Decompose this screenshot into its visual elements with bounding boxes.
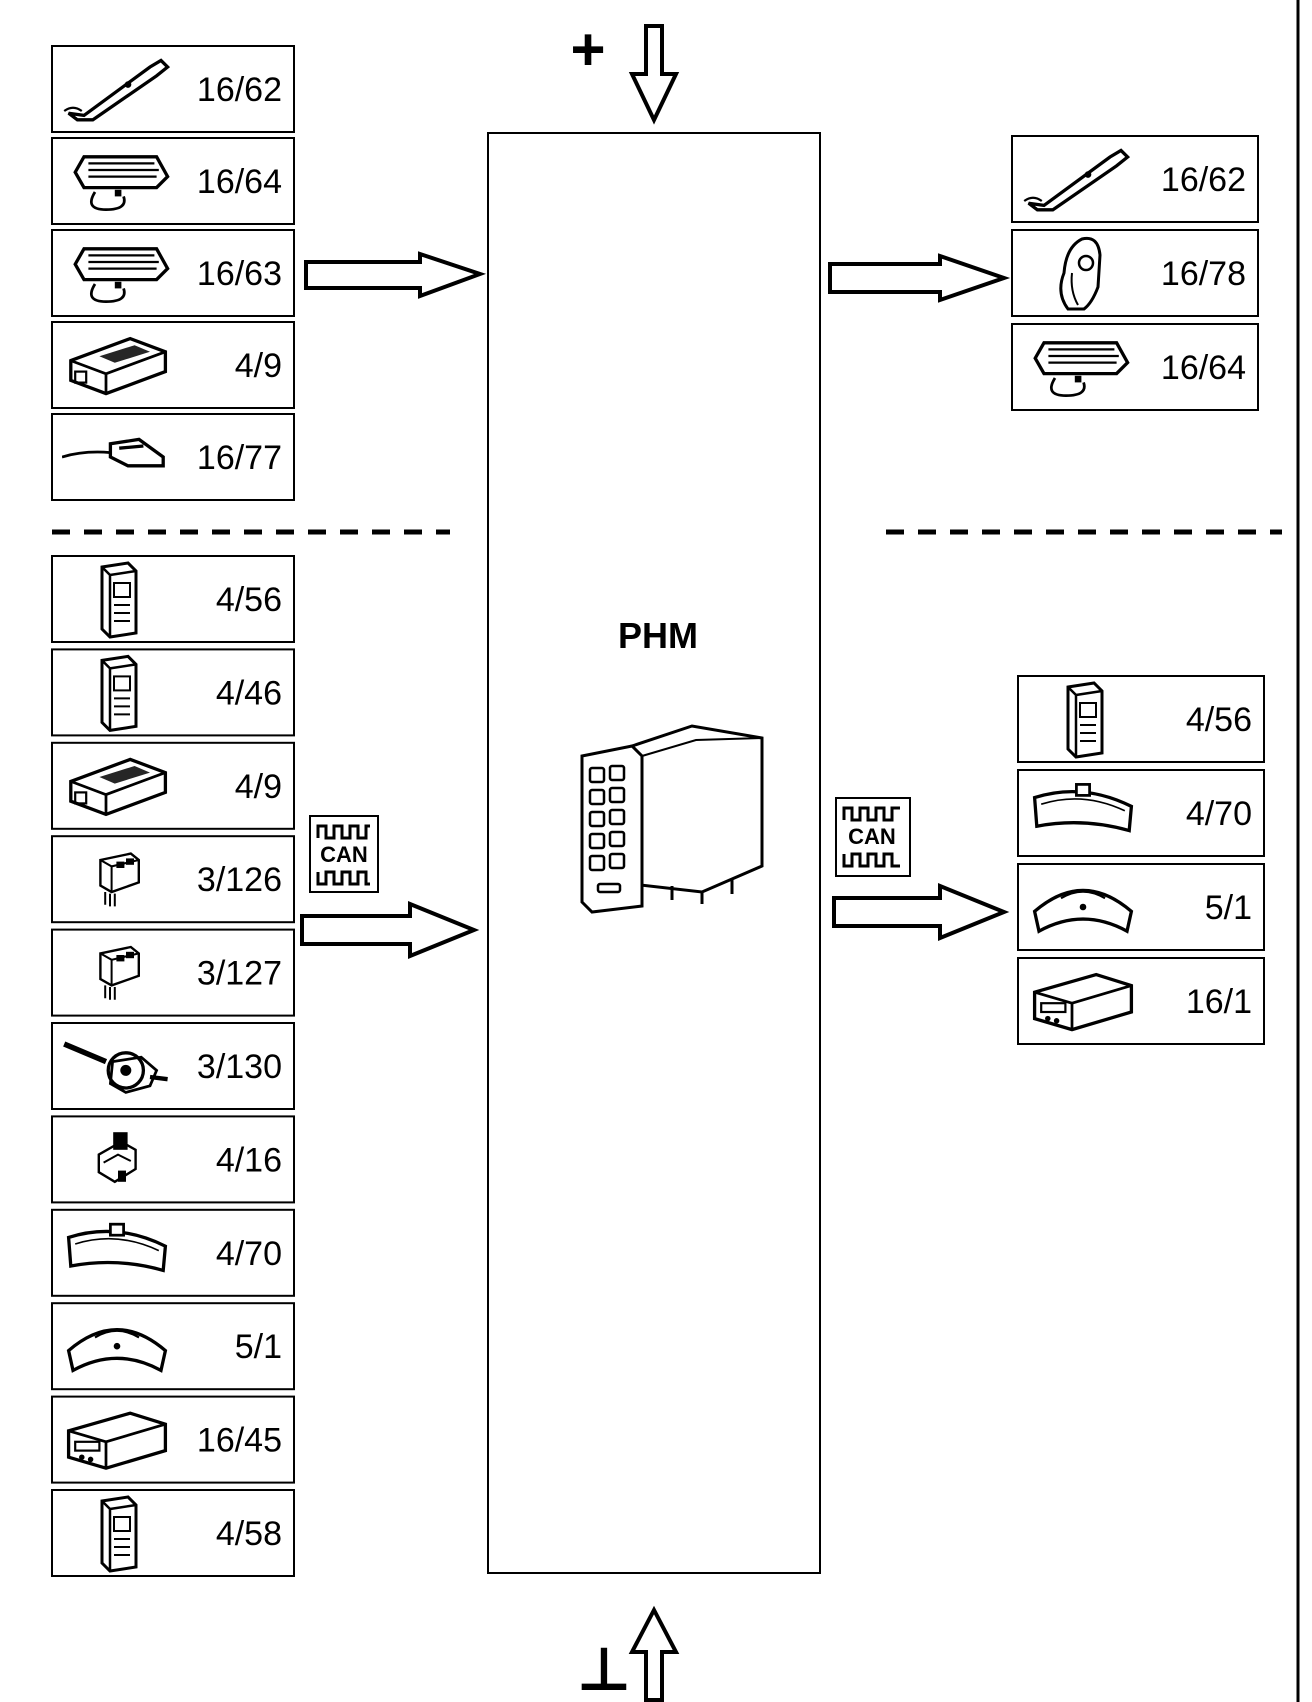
component-groups: 16/62 16/64 16/63 4/9 16/77 4/56 4/46 4/9 3/126 3… [51,45,1265,1577]
component-code: 4/70 [1186,795,1252,833]
component-frame [51,1115,295,1204]
component-frame [51,928,295,1017]
component-frame [51,835,295,924]
component-code: 4/70 [216,1235,282,1273]
component-frame [51,648,295,737]
control-unit-icon [100,561,138,639]
control-unit-icon [100,1495,138,1573]
component-code: 3/126 [197,861,282,899]
component-code: 16/64 [1161,349,1246,387]
component-code: 4/56 [1186,701,1252,739]
ground-symbol: ⊥ [577,1636,632,1702]
component-box: 5/1 [1017,863,1265,951]
component-code: 16/77 [197,439,282,477]
component-frame [1011,229,1259,317]
component-box: 3/126 [51,835,295,924]
component-code: 16/62 [1161,161,1246,199]
can-badge-input-label: CAN [320,842,368,867]
inputs-top-group: 16/62 16/64 16/63 4/9 16/77 [51,45,295,501]
component-box: 16/45 [51,1395,295,1484]
component-code: 16/78 [1161,255,1246,293]
component-code: 4/16 [216,1141,282,1179]
component-box: 16/62 [1011,135,1259,223]
component-code: 16/1 [1186,983,1252,1021]
component-frame [51,413,295,501]
supply-arrow-down [628,24,680,125]
component-code: 16/63 [197,255,282,293]
component-box: 3/130 [51,1022,295,1110]
component-frame [1017,675,1265,763]
component-box: 4/46 [51,648,295,737]
ground-arrow-up [628,1605,680,1702]
component-box: 16/63 [51,229,295,317]
component-box: 4/70 [1017,769,1265,857]
component-box: 16/64 [51,137,295,225]
control-unit-icon [100,654,138,733]
component-box: 5/1 [51,1302,295,1391]
component-box: 4/9 [51,741,295,830]
component-box: 16/1 [1017,957,1265,1045]
component-box: 4/56 [51,555,295,643]
inputs-bottom-group: 4/56 4/46 4/9 3/126 3/127 3/130 4/16 4/70 5/1 16/… [51,555,295,1577]
component-box: 4/16 [51,1115,295,1204]
component-code: 5/1 [1205,889,1252,927]
component-box: 16/78 [1011,229,1259,317]
component-frame [51,1022,295,1110]
can-badge-output: CAN [835,797,911,877]
component-box: 16/77 [51,413,295,501]
component-frame [51,555,295,643]
component-code: 5/1 [235,1328,282,1366]
outputs-top-group: 16/62 16/78 16/64 [1011,135,1259,411]
component-code: 4/56 [216,581,282,619]
component-box: 16/64 [1011,323,1259,411]
can-badge-output-label: CAN [848,824,896,849]
output-arrow-top [828,253,1011,303]
component-box: 16/62 [51,45,295,133]
component-frame [51,1489,295,1577]
input-arrow-can [300,901,480,959]
phm-module-label: PHM [618,615,698,656]
input-arrow-top [304,251,487,299]
component-code: 4/58 [216,1515,282,1553]
output-arrow-can [832,883,1010,941]
component-code: 3/127 [197,955,282,993]
component-code: 4/46 [216,674,282,712]
control-unit-icon [1066,681,1104,759]
component-box: 4/9 [51,321,295,409]
component-code: 16/45 [197,1422,282,1460]
supply-plus-symbol: + [570,16,605,83]
component-box: 3/127 [51,928,295,1017]
component-code: 16/62 [197,71,282,109]
component-code: 4/9 [235,347,282,385]
component-code: 16/64 [197,163,282,201]
component-code: 4/9 [235,768,282,806]
outputs-bottom-group: 4/56 4/70 5/1 16/1 [1017,675,1265,1045]
component-box: 4/58 [51,1489,295,1577]
component-code: 3/130 [197,1048,282,1086]
can-badge-input: CAN [309,815,379,893]
component-box: 4/56 [1017,675,1265,763]
component-box: 4/70 [51,1208,295,1297]
